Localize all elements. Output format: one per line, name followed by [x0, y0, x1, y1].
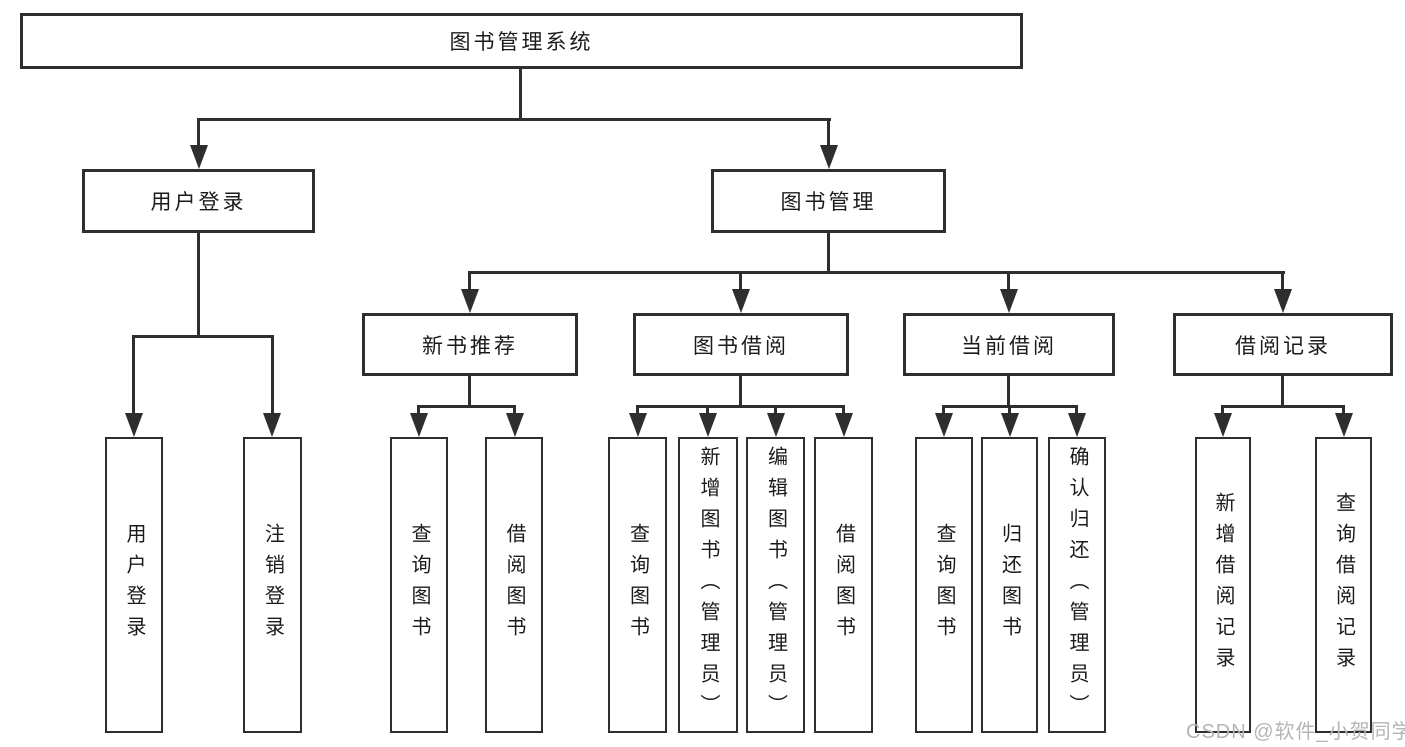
leaf-add-book-admin: 新增图书（管理员） [678, 437, 738, 733]
connector-current-stem [1007, 376, 1010, 407]
arrowhead-down [506, 413, 524, 437]
leaf-edit-book-admin: 编辑图书（管理员） [746, 437, 805, 733]
connector-current-drop [942, 405, 945, 415]
node-label: 新书推荐 [422, 334, 518, 358]
connector-current-drop [1075, 405, 1078, 415]
leaf-label: 查询图书 [408, 523, 430, 647]
leaf-label: 借阅图书 [832, 523, 855, 647]
arrowhead-down [263, 413, 281, 437]
arrowhead-down [699, 413, 717, 437]
node-label: 图书管理 [780, 191, 877, 214]
arrowhead-down [1214, 413, 1232, 437]
connector-userlogin-stem [197, 233, 200, 337]
arrowhead-down [732, 289, 750, 313]
arrowhead-down [935, 413, 953, 437]
node-label: 借阅记录 [1235, 334, 1331, 358]
connector-bookmgmt-drop [1281, 271, 1284, 291]
arrowhead-down [820, 145, 838, 169]
connector-root-stem [519, 69, 522, 121]
arrowhead-down [1335, 413, 1353, 437]
arrowhead-down [767, 413, 785, 437]
connector-root-branch [197, 118, 831, 121]
node-label: 用户登录 [150, 191, 247, 214]
arrowhead-down [190, 145, 208, 169]
connector-newbook-stem [468, 376, 471, 407]
connector-userlogin-drop [271, 335, 274, 414]
node-library-system: 图书管理系统 [20, 13, 1023, 69]
node-label: 图书管理系统 [449, 31, 594, 54]
connector-bookmgmt-branch [468, 271, 1285, 274]
connector-borrowing-drop [636, 405, 639, 415]
connector-borrowing-drop [842, 405, 845, 415]
arrowhead-down [1068, 413, 1086, 437]
leaf-label: 新增图书（管理员） [697, 445, 719, 725]
connector-root-drop-right [827, 118, 830, 146]
connector-userlogin-drop [132, 335, 135, 414]
leaf-query-books-borrow: 查询图书 [608, 437, 667, 733]
node-current-borrowing: 当前借阅 [903, 313, 1115, 376]
connector-records-stem [1281, 376, 1284, 407]
connector-current-drop [1008, 405, 1011, 415]
node-borrowing-records: 借阅记录 [1173, 313, 1393, 376]
leaf-query-borrow-record: 查询借阅记录 [1315, 437, 1372, 733]
connector-bookmgmt-drop [468, 271, 471, 291]
connector-records-branch [1221, 405, 1345, 408]
node-new-book-recommend: 新书推荐 [362, 313, 578, 376]
node-user-login: 用户登录 [82, 169, 315, 233]
connector-root-drop-left [197, 118, 200, 146]
leaf-label: 注销登录 [261, 523, 284, 647]
arrowhead-down [410, 413, 428, 437]
leaf-user-login: 用户登录 [105, 437, 163, 733]
leaf-label: 查询图书 [933, 523, 955, 647]
connector-bookmgmt-stem [827, 233, 830, 273]
leaf-label: 用户登录 [123, 523, 145, 647]
connector-borrowing-drop [706, 405, 709, 415]
connector-newbook-branch [417, 405, 516, 408]
leaf-label: 借阅图书 [503, 523, 525, 647]
connector-records-drop [1221, 405, 1224, 415]
arrowhead-down [835, 413, 853, 437]
connector-newbook-drop [513, 405, 516, 415]
node-book-management: 图书管理 [711, 169, 946, 233]
leaf-add-borrow-record: 新增借阅记录 [1195, 437, 1251, 733]
connector-borrowing-branch [636, 405, 845, 408]
leaf-return-book: 归还图书 [981, 437, 1038, 733]
leaf-label: 查询借阅记录 [1332, 492, 1355, 678]
leaf-borrow-books-recommend: 借阅图书 [485, 437, 543, 733]
connector-records-drop [1342, 405, 1345, 415]
csdn-watermark: CSDN @软件_小贺同学 [1186, 721, 1405, 743]
connector-borrowing-stem [739, 376, 742, 407]
connector-bookmgmt-drop [1007, 271, 1010, 291]
arrowhead-down [461, 289, 479, 313]
connector-newbook-drop [417, 405, 420, 415]
leaf-label: 归还图书 [998, 523, 1021, 647]
node-label: 图书借阅 [693, 334, 789, 358]
arrowhead-down [125, 413, 143, 437]
arrowhead-down [1001, 413, 1019, 437]
leaf-label: 新增借阅记录 [1212, 492, 1234, 678]
leaf-logout: 注销登录 [243, 437, 302, 733]
connector-userlogin-branch [132, 335, 274, 338]
node-book-borrowing: 图书借阅 [633, 313, 849, 376]
leaf-label: 查询图书 [626, 523, 649, 647]
leaf-confirm-return-admin: 确认归还（管理员） [1048, 437, 1106, 733]
arrowhead-down [1274, 289, 1292, 313]
connector-bookmgmt-drop [739, 271, 742, 291]
connector-borrowing-drop [774, 405, 777, 415]
leaf-borrow-books: 借阅图书 [814, 437, 873, 733]
node-label: 当前借阅 [961, 334, 1057, 358]
leaf-label: 编辑图书（管理员） [764, 445, 787, 725]
leaf-label: 确认归还（管理员） [1066, 445, 1088, 725]
leaf-query-books-recommend: 查询图书 [390, 437, 448, 733]
arrowhead-down [1000, 289, 1018, 313]
leaf-query-books-current: 查询图书 [915, 437, 973, 733]
arrowhead-down [629, 413, 647, 437]
